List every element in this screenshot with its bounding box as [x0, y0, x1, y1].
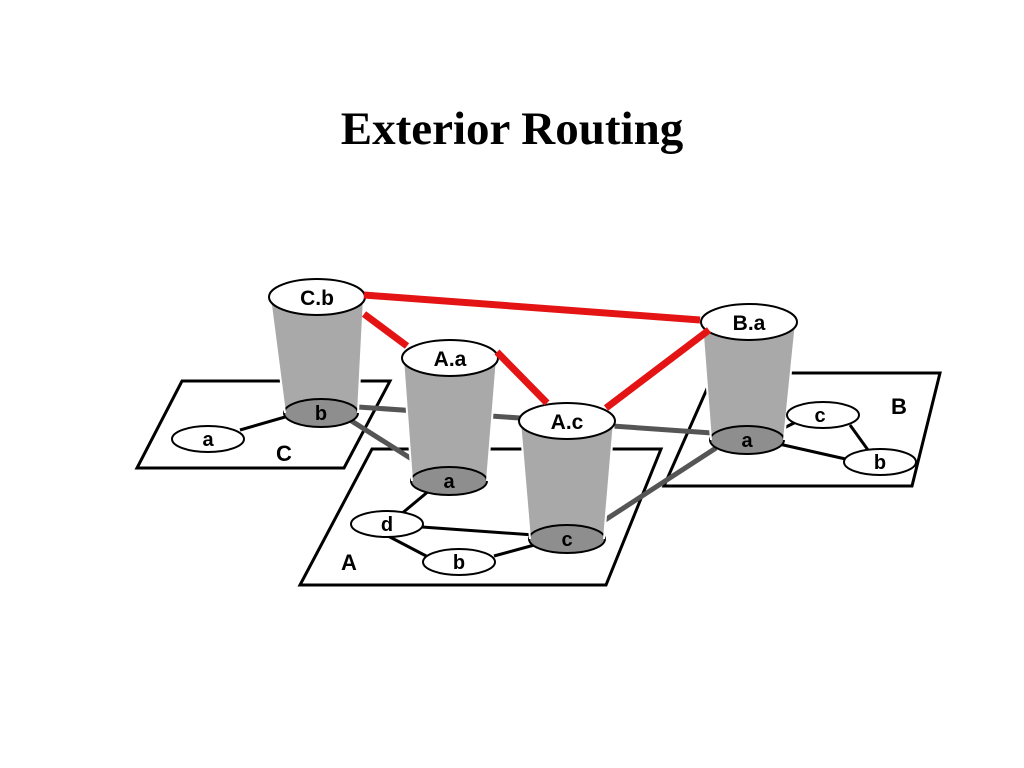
router-ba-right-edge	[783, 321, 797, 441]
node-labels: a b a d b c a c b	[202, 403, 886, 574]
exterior-link-aa-ac	[494, 349, 550, 406]
router-labels: C.b A.a A.c B.a	[300, 287, 766, 434]
node-b-b	[843, 448, 917, 476]
link-b-a-b	[778, 442, 851, 462]
domain-b-nodes	[786, 401, 917, 476]
router-ac-right-edge	[603, 420, 615, 540]
exterior-links	[361, 291, 712, 411]
router-aa-label: A.a	[434, 348, 467, 371]
node-a-b-label: b	[453, 552, 465, 574]
page-title: Exterior Routing	[340, 103, 684, 155]
node-c-b-label: b	[315, 403, 327, 425]
domain-a-nodes	[350, 510, 496, 576]
exterior-link-ac-ba	[603, 327, 712, 411]
link-cb-aa	[348, 417, 420, 466]
router-ac-left-edge	[519, 420, 531, 540]
router-ba-label: B.a	[733, 312, 766, 335]
router-ba-body	[702, 322, 796, 440]
node-b-b-label: b	[874, 452, 886, 474]
router-cb-body	[270, 297, 364, 413]
link-a-b-c	[493, 542, 539, 558]
domain-b-label: B	[891, 394, 907, 419]
exterior-link-cb-aa	[361, 311, 410, 349]
node-c-a	[171, 425, 245, 453]
link-b-c-b	[848, 424, 870, 451]
node-b-c	[786, 401, 860, 429]
router-cb-left-edge	[269, 296, 286, 414]
router-ac	[518, 402, 616, 554]
node-a-b	[422, 548, 496, 576]
link-a-d-b	[387, 534, 431, 560]
node-b-c-label: c	[814, 405, 825, 427]
router-ba	[700, 303, 798, 455]
interior-links	[239, 413, 870, 560]
node-a-a-label: a	[443, 471, 455, 493]
link-ac-c-ba-a	[600, 445, 718, 525]
router-cb-label: C.b	[300, 287, 334, 310]
node-a-d-label: d	[381, 514, 393, 536]
link-c-a-b	[239, 413, 293, 432]
domain-c-label: C	[276, 441, 292, 466]
link-a-d-c	[421, 525, 535, 537]
router-aa-right-edge	[486, 357, 498, 482]
router-ac-body	[520, 421, 614, 539]
link-ac-ba	[611, 423, 713, 436]
node-a-c-label: c	[561, 529, 572, 551]
node-c-a-label: a	[202, 429, 214, 451]
router-ba-left-edge	[701, 321, 712, 441]
node-b-a-label: a	[741, 430, 753, 452]
router-ac-label: A.c	[551, 411, 584, 434]
exterior-link-cb-ba	[363, 291, 701, 324]
router-aa-left-edge	[402, 357, 413, 482]
router-aa-body	[403, 358, 497, 481]
router-ac-top	[518, 402, 616, 440]
domain-c-nodes	[171, 425, 245, 453]
domain-a-label: A	[341, 550, 357, 575]
router-ba-top	[700, 303, 798, 341]
router-aa	[401, 339, 499, 496]
node-a-d	[350, 510, 424, 538]
